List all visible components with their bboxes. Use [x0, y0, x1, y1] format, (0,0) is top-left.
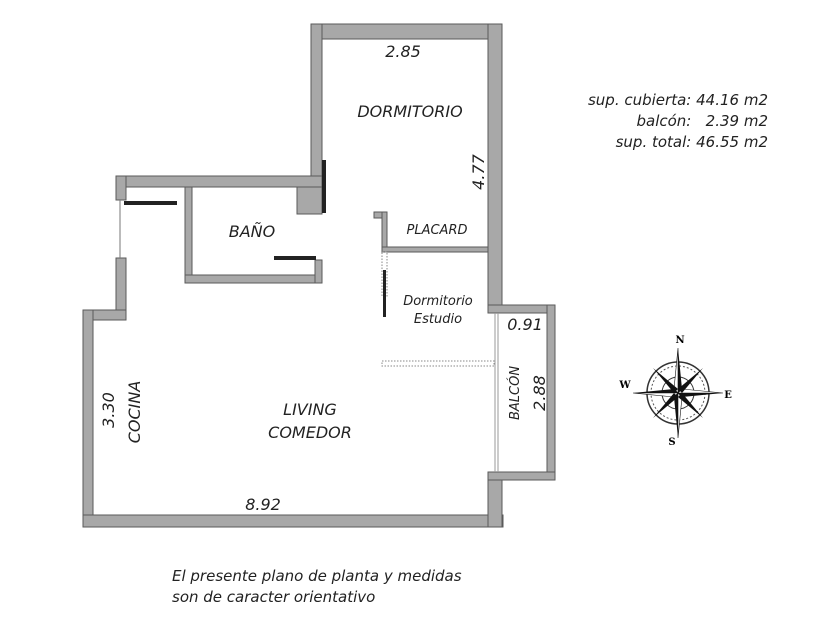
- walls: [82, 23, 556, 528]
- area-row: balcón: 2.39 m2: [636, 112, 768, 130]
- room-label-cocina: COCINA: [125, 381, 144, 444]
- dim-total-width: 8.92: [245, 495, 281, 514]
- compass-s: S: [668, 437, 675, 448]
- room-label-dormitorio-estudio: Dormitorio: [403, 294, 473, 309]
- dim-dorm-length: 4.77: [469, 153, 488, 189]
- area-row: sup. cubierta: 44.16 m2: [587, 91, 768, 109]
- compass-w: W: [618, 380, 631, 391]
- room-label-placard: PLACARD: [407, 223, 468, 238]
- dim-cocina-length: 3.30: [99, 392, 118, 428]
- room-label-balcon: BALCÓN: [507, 366, 523, 420]
- room-label-dormitorio: DORMITORIO: [357, 102, 462, 121]
- dim-balcon-width: 0.91: [507, 315, 543, 334]
- room-label-estudio: Estudio: [414, 312, 462, 327]
- compass-e: E: [724, 390, 732, 401]
- doors: [124, 160, 386, 317]
- room-label-comedor: COMEDOR: [268, 423, 352, 442]
- area-summary: sup. cubierta: 44.16 m2 balcón: 2.39 m2 …: [588, 90, 768, 153]
- disclaimer-note: El presente plano de planta y medidas so…: [172, 567, 462, 606]
- dim-dorm-width: 2.85: [385, 42, 421, 61]
- compass-n: N: [675, 335, 684, 346]
- compass-rose-icon: N S E W: [618, 335, 732, 448]
- room-label-living: LIVING: [283, 400, 337, 419]
- area-row: sup. total: 46.55 m2: [615, 133, 768, 151]
- dim-balcon-length: 2.88: [530, 375, 549, 411]
- room-label-bano: BAÑO: [229, 222, 275, 241]
